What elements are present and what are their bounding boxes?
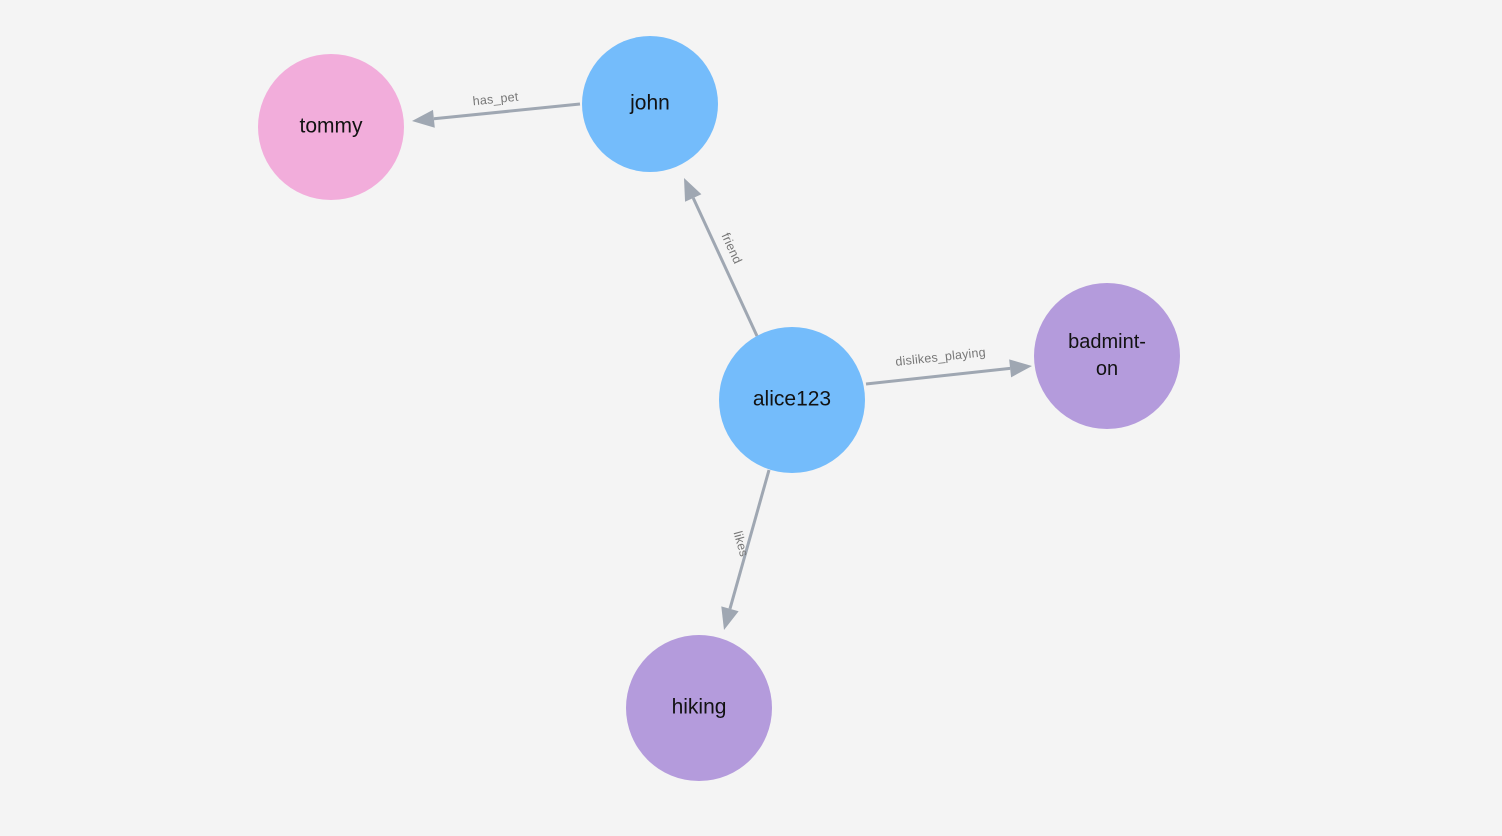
graph-edge[interactable] [412,102,581,128]
edge-line [691,197,759,337]
nodes-layer: tommy john alice123 badmint-on hiking [258,36,1180,781]
graph-node-tommy[interactable]: tommy [258,54,404,200]
graph-node-alice123[interactable]: alice123 [719,327,865,473]
edge-label: has_pet [472,90,519,109]
node-circle[interactable] [719,327,865,473]
edge-line [433,102,581,121]
node-circle[interactable] [1034,283,1180,429]
graph-node-badminton[interactable]: badmint-on [1034,283,1180,429]
node-circle[interactable] [626,635,772,781]
edge-arrowhead-icon [684,178,702,202]
edge-line [865,366,1011,386]
graph-node-john[interactable]: john [582,36,718,172]
edge-line [728,469,771,610]
edges-layer [412,102,1032,630]
graph-edge[interactable] [684,178,759,337]
graph-edge[interactable] [721,469,771,630]
node-circle[interactable] [258,54,404,200]
graph-edge[interactable] [865,359,1032,386]
graph-node-hiking[interactable]: hiking [626,635,772,781]
edge-label: dislikes_playing [895,345,987,369]
edge-arrowhead-icon [1009,359,1032,378]
node-circle[interactable] [582,36,718,172]
edge-arrowhead-icon [721,606,739,630]
edge-label: likes [731,530,752,559]
edge-arrowhead-icon [412,109,435,128]
